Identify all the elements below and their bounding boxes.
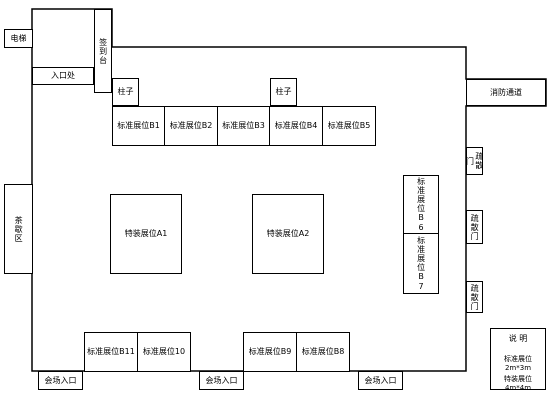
legend-box: 说 明 标准展位2m*3m 特装展位4m*4m <box>490 328 546 392</box>
entrance: 入口处 <box>32 67 94 85</box>
booth-b6[interactable]: 标准展位B6 <box>403 175 439 234</box>
special-booth-a1[interactable]: 特装展位A1 <box>110 194 182 274</box>
booth-b7[interactable]: 标准展位B7 <box>403 233 439 294</box>
special-booth-a2[interactable]: 特装展位A2 <box>252 194 324 274</box>
booth-b1[interactable]: 标准展位B1 <box>112 106 165 146</box>
elevator: 电梯 <box>4 29 33 48</box>
venue-wall <box>31 8 547 372</box>
booth-b7-label: 标准展位B7 <box>416 235 426 292</box>
sign-in-desk-label: 签到台 <box>98 37 108 65</box>
pillar-1: 柱子 <box>112 78 139 106</box>
booth-b8[interactable]: 标准展位B8 <box>296 332 350 372</box>
tea-lounge: 茶歇区 <box>4 184 33 274</box>
evacuation-door-3-label: 疏散门 <box>470 283 480 311</box>
booth-b9[interactable]: 标准展位B9 <box>243 332 297 372</box>
booth-b10[interactable]: 标准展位10 <box>137 332 191 372</box>
evacuation-door-2[interactable]: 疏散门 <box>466 210 483 244</box>
evacuation-door-1[interactable]: 疏散门 <box>465 147 484 175</box>
evacuation-door-2-label: 疏散门 <box>470 213 480 241</box>
evacuation-door-1-label: 疏散门 <box>465 152 484 170</box>
pillar-2: 柱子 <box>270 78 297 106</box>
booth-b2[interactable]: 标准展位B2 <box>164 106 218 146</box>
legend-standard: 标准展位2m*3m <box>504 355 532 372</box>
tea-lounge-label: 茶歇区 <box>14 215 24 243</box>
venue-entry-3[interactable]: 会场入口 <box>358 371 403 390</box>
legend-title: 说 明 <box>508 334 528 343</box>
fire-exit: 消防通道 <box>466 79 546 106</box>
venue-entry-1[interactable]: 会场入口 <box>38 371 83 390</box>
booth-b3[interactable]: 标准展位B3 <box>217 106 270 146</box>
booth-b6-label: 标准展位B6 <box>416 176 426 233</box>
booth-b11[interactable]: 标准展位B11 <box>84 332 138 372</box>
booth-b4[interactable]: 标准展位B4 <box>269 106 323 146</box>
venue-entry-2[interactable]: 会场入口 <box>199 371 244 390</box>
evacuation-door-3[interactable]: 疏散门 <box>466 281 483 313</box>
legend-special: 特装展位4m*4m <box>504 375 532 392</box>
booth-b5[interactable]: 标准展位B5 <box>322 106 376 146</box>
sign-in-desk: 签到台 <box>94 9 112 93</box>
